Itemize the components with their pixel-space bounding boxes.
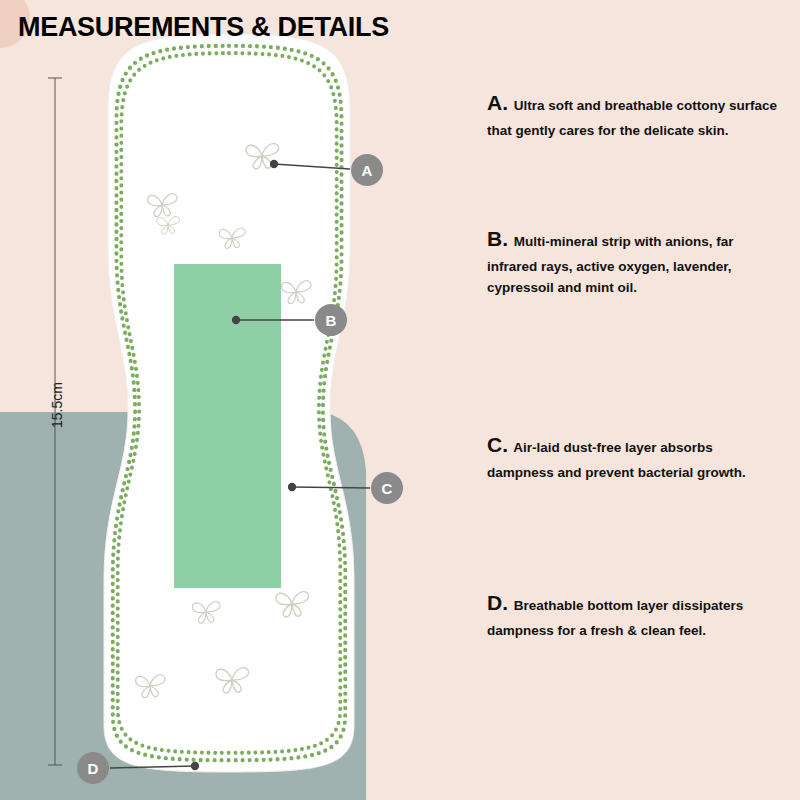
- part-description: Air-laid dust-free layer absorbs dampnes…: [487, 440, 746, 480]
- callout-letter: B: [326, 312, 337, 329]
- description-block: C. Air-laid dust-free layer absorbs damp…: [487, 428, 779, 483]
- part-description: Breathable bottom layer dissipaters damp…: [487, 598, 743, 638]
- dotted-border: [113, 46, 346, 760]
- leader-lines: [110, 161, 370, 770]
- part-letter: D.: [487, 591, 508, 614]
- part-description: Multi-mineral strip with anions, far inf…: [487, 234, 734, 295]
- dotted-border: [118, 53, 341, 753]
- butterfly-pattern: [136, 144, 311, 698]
- part-letter: B.: [487, 227, 508, 250]
- callout-circle: D: [77, 752, 109, 784]
- part-letter: A.: [487, 91, 508, 114]
- part-letter: C.: [487, 433, 508, 456]
- dimension-label: 15.5cm: [49, 382, 65, 428]
- part-description: Ultra soft and breathable cottony surfac…: [487, 98, 777, 138]
- liner-outline: [104, 34, 354, 772]
- callout-letter: C: [382, 480, 393, 497]
- title: MEASUREMENTS & DETAILS: [18, 12, 389, 43]
- callout-circle: B: [315, 304, 347, 336]
- callout-letter: D: [88, 760, 99, 777]
- callout-circle: C: [371, 472, 403, 504]
- callout-letter: A: [362, 162, 373, 179]
- description-block: B. Multi-mineral strip with anions, far …: [487, 222, 779, 299]
- mineral-strip: [174, 264, 281, 588]
- callout-circle: A: [351, 154, 383, 186]
- description-block: D. Breathable bottom layer dissipaters d…: [487, 586, 779, 641]
- description-block: A. Ultra soft and breathable cottony sur…: [487, 86, 779, 141]
